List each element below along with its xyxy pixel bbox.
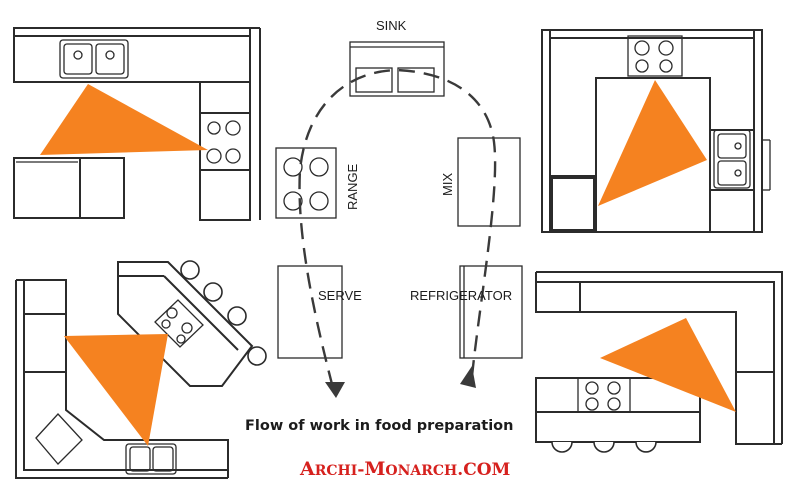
label-mix: MIX [440, 173, 455, 196]
peninsula-counter [117, 261, 254, 387]
flow-arrow-down-icon [325, 382, 345, 398]
refrigerator-block [13, 157, 125, 219]
u-counter-inner-edge [595, 77, 711, 232]
center-sink [349, 41, 445, 97]
work-triangle [598, 80, 707, 206]
center-mix-counter [457, 137, 521, 227]
range-icon [577, 377, 631, 413]
label-sink: SINK [376, 18, 407, 33]
plan-top-right-u-kitchen [541, 29, 771, 233]
label-range: RANGE [345, 163, 360, 210]
label-refrigerator: REFRIGERATOR [410, 288, 512, 303]
plan-top-left-l-kitchen [13, 27, 261, 221]
bar-stools [551, 441, 657, 453]
center-refrigerator [459, 265, 523, 359]
range-icon [154, 299, 204, 348]
center-range [275, 147, 337, 219]
corner-cabinet [35, 413, 83, 465]
refrigerator-block [551, 177, 595, 231]
sink-icon [713, 129, 751, 189]
range-icon [627, 35, 683, 77]
l-counter-outline [16, 279, 229, 478]
center-flow-diagram: SINK RANGE MIX SERVE REFRIGERATOR [275, 18, 523, 398]
work-triangle [600, 318, 736, 412]
plan-bottom-left-peninsula-kitchen [15, 260, 267, 479]
sink-icon [59, 39, 129, 79]
range-icon [206, 120, 241, 164]
work-triangle [64, 334, 168, 446]
brand-watermark: ARCHI-MONARCH.COM [299, 458, 511, 480]
center-serve-counter [277, 265, 343, 359]
l-counter-outline [535, 272, 782, 445]
counter-top-run [13, 27, 251, 83]
diagram-caption: Flow of work in food preparation [245, 418, 513, 434]
work-triangle [40, 84, 208, 155]
flow-arrow-up-icon [460, 366, 476, 388]
plan-bottom-right-island-kitchen [535, 271, 783, 453]
label-serve: SERVE [318, 288, 362, 303]
bar-stools [180, 260, 267, 366]
work-flow-path [298, 68, 497, 393]
sink-icon [125, 443, 177, 475]
counter-right-run [199, 81, 251, 221]
